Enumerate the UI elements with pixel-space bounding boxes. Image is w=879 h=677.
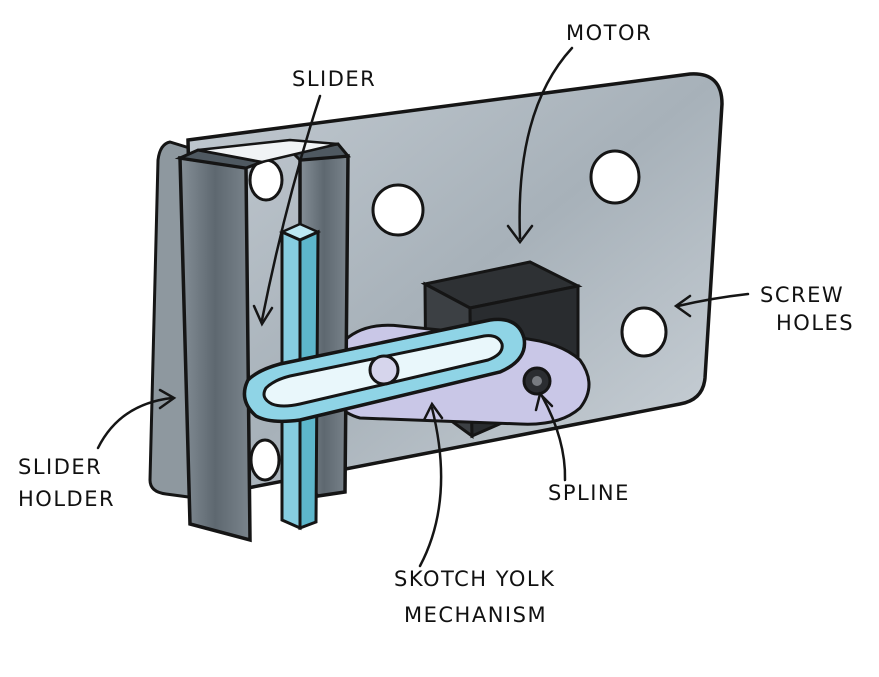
labels: MOTOR SLIDER SCREW HOLES SLIDER HOLDER S… <box>18 21 854 627</box>
slider-label: SLIDER <box>292 67 376 91</box>
spline-center <box>532 376 542 386</box>
yoke-link <box>242 317 527 424</box>
screw-hole <box>589 149 641 205</box>
screw-hole <box>249 438 281 482</box>
screw-holes-label-line2: HOLES <box>776 311 854 335</box>
holder-left-rail <box>178 155 252 543</box>
mechanism-arrow <box>418 406 443 568</box>
motor-label: MOTOR <box>566 21 652 45</box>
spline-arrow-head <box>534 391 554 412</box>
screw-hole <box>620 306 668 358</box>
motor-arrow <box>518 46 574 240</box>
screw-holes-arrow-head <box>673 294 692 318</box>
yoke-pin <box>368 354 400 386</box>
screw-hole <box>371 183 425 237</box>
spline-label: SPLINE <box>548 481 630 505</box>
holder-slot-top <box>197 138 339 164</box>
slider-arrow-head <box>252 304 274 327</box>
motor-arrow-head <box>506 224 534 245</box>
screw-holes <box>248 149 668 482</box>
screw-holes-arrow <box>676 292 750 308</box>
screw-holes-label-line1: SCREW <box>760 283 844 307</box>
slider-holder-label-line2: HOLDER <box>18 487 115 511</box>
callout-arrows <box>96 46 750 568</box>
slider-holder-arrow <box>96 396 174 450</box>
spline-arrow <box>540 394 567 482</box>
mechanism-label-line1: SKOTCH YOLK <box>394 567 555 591</box>
mechanism-arrow-head <box>422 401 444 422</box>
mechanism-label-line2: MECHANISM <box>404 603 547 627</box>
slider-arrow <box>260 94 322 322</box>
slider-holder-arrow-head <box>158 388 177 410</box>
slider-holder-label-line1: SLIDER <box>18 455 102 479</box>
